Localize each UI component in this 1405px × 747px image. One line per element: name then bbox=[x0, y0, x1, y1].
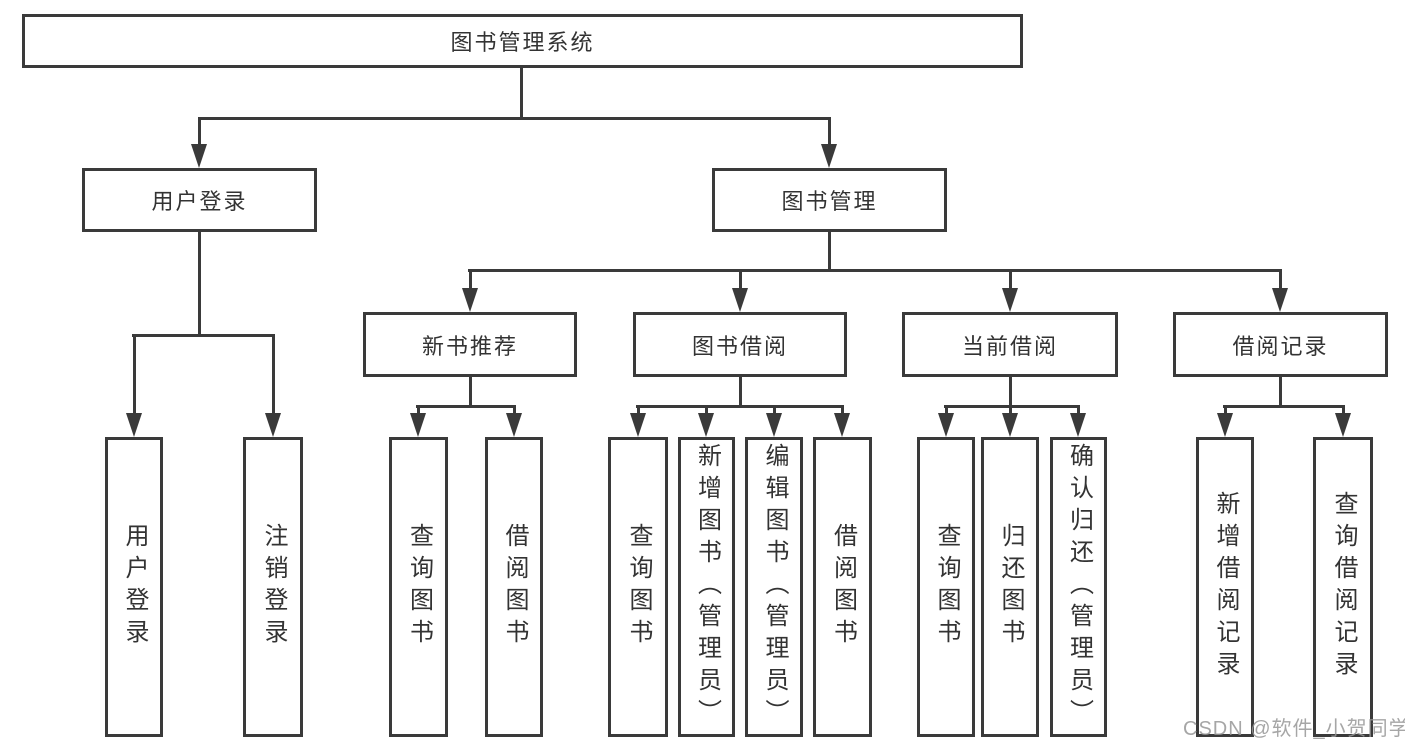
arrowhead-down-icon bbox=[1335, 413, 1351, 437]
leaf-add-book-admin-label: 新增图书（管理员） bbox=[693, 443, 721, 731]
connector-line bbox=[272, 334, 275, 428]
arrowhead-down-icon bbox=[630, 413, 646, 437]
arrowhead-down-icon bbox=[938, 413, 954, 437]
connector-line bbox=[132, 334, 275, 337]
node-borrow-records: 借阅记录 bbox=[1173, 312, 1388, 377]
connector-line bbox=[198, 117, 831, 120]
arrowhead-down-icon bbox=[698, 413, 714, 437]
leaf-return-books-label: 归还图书 bbox=[997, 523, 1024, 651]
leaf-edit-book-admin: 编辑图书（管理员） bbox=[745, 437, 803, 737]
leaf-query-books-1-label: 查询图书 bbox=[405, 523, 433, 651]
arrowhead-down-icon bbox=[834, 413, 850, 437]
node-new-book-recommend-label: 新书推荐 bbox=[421, 333, 518, 359]
connector-line bbox=[944, 405, 1080, 408]
connector-line bbox=[739, 269, 742, 301]
node-borrow-records-label: 借阅记录 bbox=[1232, 333, 1329, 359]
connector-line bbox=[469, 269, 472, 301]
connector-line bbox=[198, 232, 201, 337]
node-new-book-recommend: 新书推荐 bbox=[363, 312, 577, 377]
connector-line bbox=[636, 405, 844, 408]
connector-line bbox=[1279, 377, 1282, 408]
connector-line bbox=[828, 117, 831, 153]
leaf-query-books-2: 查询图书 bbox=[608, 437, 668, 737]
leaf-borrow-books-1-label: 借阅图书 bbox=[501, 523, 528, 651]
connector-line bbox=[520, 68, 523, 120]
connector-line bbox=[1009, 269, 1012, 301]
arrowhead-down-icon bbox=[766, 413, 782, 437]
node-current-borrow: 当前借阅 bbox=[902, 312, 1118, 377]
connector-line bbox=[1223, 405, 1345, 408]
leaf-user-login: 用户登录 bbox=[105, 437, 163, 737]
leaf-return-books: 归还图书 bbox=[981, 437, 1039, 737]
arrowhead-down-icon bbox=[410, 413, 426, 437]
connector-line bbox=[133, 334, 136, 428]
connector-line bbox=[198, 117, 201, 153]
arrowhead-down-icon bbox=[265, 413, 281, 437]
arrowhead-down-icon bbox=[1070, 413, 1086, 437]
leaf-query-borrow-record-label: 查询借阅记录 bbox=[1330, 491, 1357, 683]
connector-line bbox=[469, 377, 472, 408]
leaf-add-book-admin: 新增图书（管理员） bbox=[678, 437, 735, 737]
connector-line bbox=[1279, 269, 1282, 301]
connector-line bbox=[1009, 377, 1012, 408]
node-book-management: 图书管理 bbox=[712, 168, 947, 232]
leaf-confirm-return-admin: 确认归还（管理员） bbox=[1050, 437, 1107, 737]
arrowhead-down-icon bbox=[191, 144, 207, 168]
arrowhead-down-icon bbox=[1272, 288, 1288, 312]
csdn-watermark: CSDN @软件_小贺同学 bbox=[1183, 718, 1405, 740]
node-book-borrow-label: 图书借阅 bbox=[691, 333, 788, 359]
leaf-user-login-label: 用户登录 bbox=[121, 523, 148, 651]
connector-line bbox=[739, 377, 742, 408]
node-book-management-label: 图书管理 bbox=[781, 189, 878, 214]
node-root: 图书管理系统 bbox=[22, 14, 1023, 68]
arrowhead-down-icon bbox=[1217, 413, 1233, 437]
leaf-edit-book-admin-label: 编辑图书（管理员） bbox=[761, 443, 788, 731]
arrowhead-down-icon bbox=[506, 413, 522, 437]
leaf-logout-label: 注销登录 bbox=[260, 523, 287, 651]
leaf-query-books-3-label: 查询图书 bbox=[933, 523, 960, 651]
leaf-confirm-return-admin-label: 确认归还（管理员） bbox=[1065, 443, 1093, 731]
arrowhead-down-icon bbox=[1002, 413, 1018, 437]
node-root-label: 图书管理系统 bbox=[450, 30, 595, 55]
connector-line bbox=[468, 269, 1282, 272]
arrowhead-down-icon bbox=[732, 288, 748, 312]
node-current-borrow-label: 当前借阅 bbox=[961, 333, 1058, 359]
leaf-borrow-books-2-label: 借阅图书 bbox=[829, 523, 857, 651]
node-user-login-label: 用户登录 bbox=[151, 189, 248, 214]
leaf-query-books-3: 查询图书 bbox=[917, 437, 975, 737]
leaf-query-books-1: 查询图书 bbox=[389, 437, 448, 737]
leaf-query-books-2-label: 查询图书 bbox=[625, 523, 652, 651]
node-user-login: 用户登录 bbox=[82, 168, 317, 232]
leaf-borrow-books-2: 借阅图书 bbox=[813, 437, 872, 737]
arrowhead-down-icon bbox=[126, 413, 142, 437]
leaf-add-borrow-record: 新增借阅记录 bbox=[1196, 437, 1254, 737]
arrowhead-down-icon bbox=[462, 288, 478, 312]
connector-line bbox=[416, 405, 516, 408]
leaf-add-borrow-record-label: 新增借阅记录 bbox=[1212, 491, 1239, 683]
node-book-borrow: 图书借阅 bbox=[633, 312, 847, 377]
arrowhead-down-icon bbox=[821, 144, 837, 168]
leaf-query-borrow-record: 查询借阅记录 bbox=[1313, 437, 1373, 737]
leaf-borrow-books-1: 借阅图书 bbox=[485, 437, 543, 737]
arrowhead-down-icon bbox=[1002, 288, 1018, 312]
leaf-logout: 注销登录 bbox=[243, 437, 303, 737]
connector-line bbox=[828, 232, 831, 272]
